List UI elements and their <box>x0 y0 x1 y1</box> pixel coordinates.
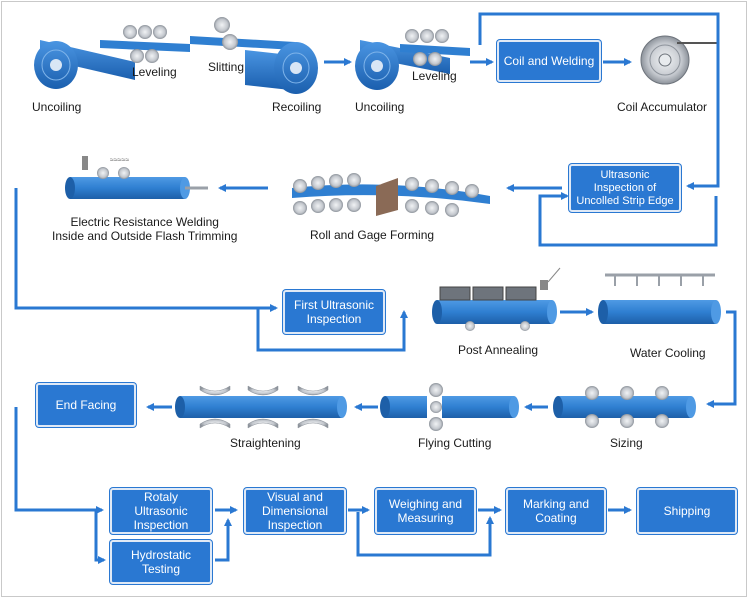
svg-text:≈≈≈≈≈: ≈≈≈≈≈ <box>110 157 129 164</box>
end-facing-box: End Facing <box>36 383 136 427</box>
first-ultrasonic-box: First Ultrasonic Inspection <box>283 290 385 334</box>
visual-dimensional-box: Visual and Dimensional Inspection <box>244 488 346 534</box>
post-annealing-label: Post Annealing <box>458 343 539 357</box>
shipping-box: Shipping <box>637 488 737 534</box>
post-annealing-pipe-icon <box>432 267 561 331</box>
recoiling-label: Recoiling <box>272 100 322 114</box>
flying-cutting-label: Flying Cutting <box>418 436 492 450</box>
marking-box: Marking and Coating <box>506 488 606 534</box>
recoiling-coil-icon <box>245 42 318 94</box>
weighing-box: Weighing and Measuring <box>375 488 476 534</box>
coil-accumulator-icon <box>640 35 718 85</box>
uncoiling-coil-icon <box>34 40 135 89</box>
uncoiling-label: Uncoiling <box>32 100 82 114</box>
erw-pipe-icon: ≈≈≈≈≈ <box>65 156 208 199</box>
sizing-label: Sizing <box>610 436 643 450</box>
leveling-2-roller-icon <box>400 29 470 66</box>
ultrasonic-edge-box: Ultrasonic Inspection of Uncolled Strip … <box>569 164 681 212</box>
coil-welding-box: Coil and Welding <box>497 40 601 82</box>
slitting-label: Slitting <box>208 60 245 74</box>
sizing-pipe-icon <box>553 386 696 428</box>
leveling-roller-icon <box>100 25 190 63</box>
straightening-label: Straightening <box>230 436 301 450</box>
erw-label: Electric Resistance Welding Inside and O… <box>52 215 238 243</box>
coil-accumulator-label: Coil Accumulator <box>617 100 708 114</box>
uncoiling-2-coil-icon <box>355 40 450 90</box>
hydrostatic-box: Hydrostatic Testing <box>110 540 212 584</box>
rotaly-ultrasonic-box: Rotaly Ultrasonic Inspection <box>110 488 212 534</box>
roll-gage-forming-label: Roll and Gage Forming <box>310 228 435 242</box>
leveling-label: Leveling <box>132 65 177 79</box>
water-cooling-label: Water Cooling <box>630 346 706 360</box>
uncoiling-2-label: Uncoiling <box>355 100 405 114</box>
slitting-roller-icon <box>190 17 295 50</box>
straightening-pipe-icon <box>175 385 347 429</box>
leveling-2-label: Leveling <box>412 69 457 83</box>
flying-cutting-icon <box>380 383 519 431</box>
water-cooling-pipe-icon <box>598 273 721 324</box>
roll-gage-forming-icon <box>292 173 490 217</box>
